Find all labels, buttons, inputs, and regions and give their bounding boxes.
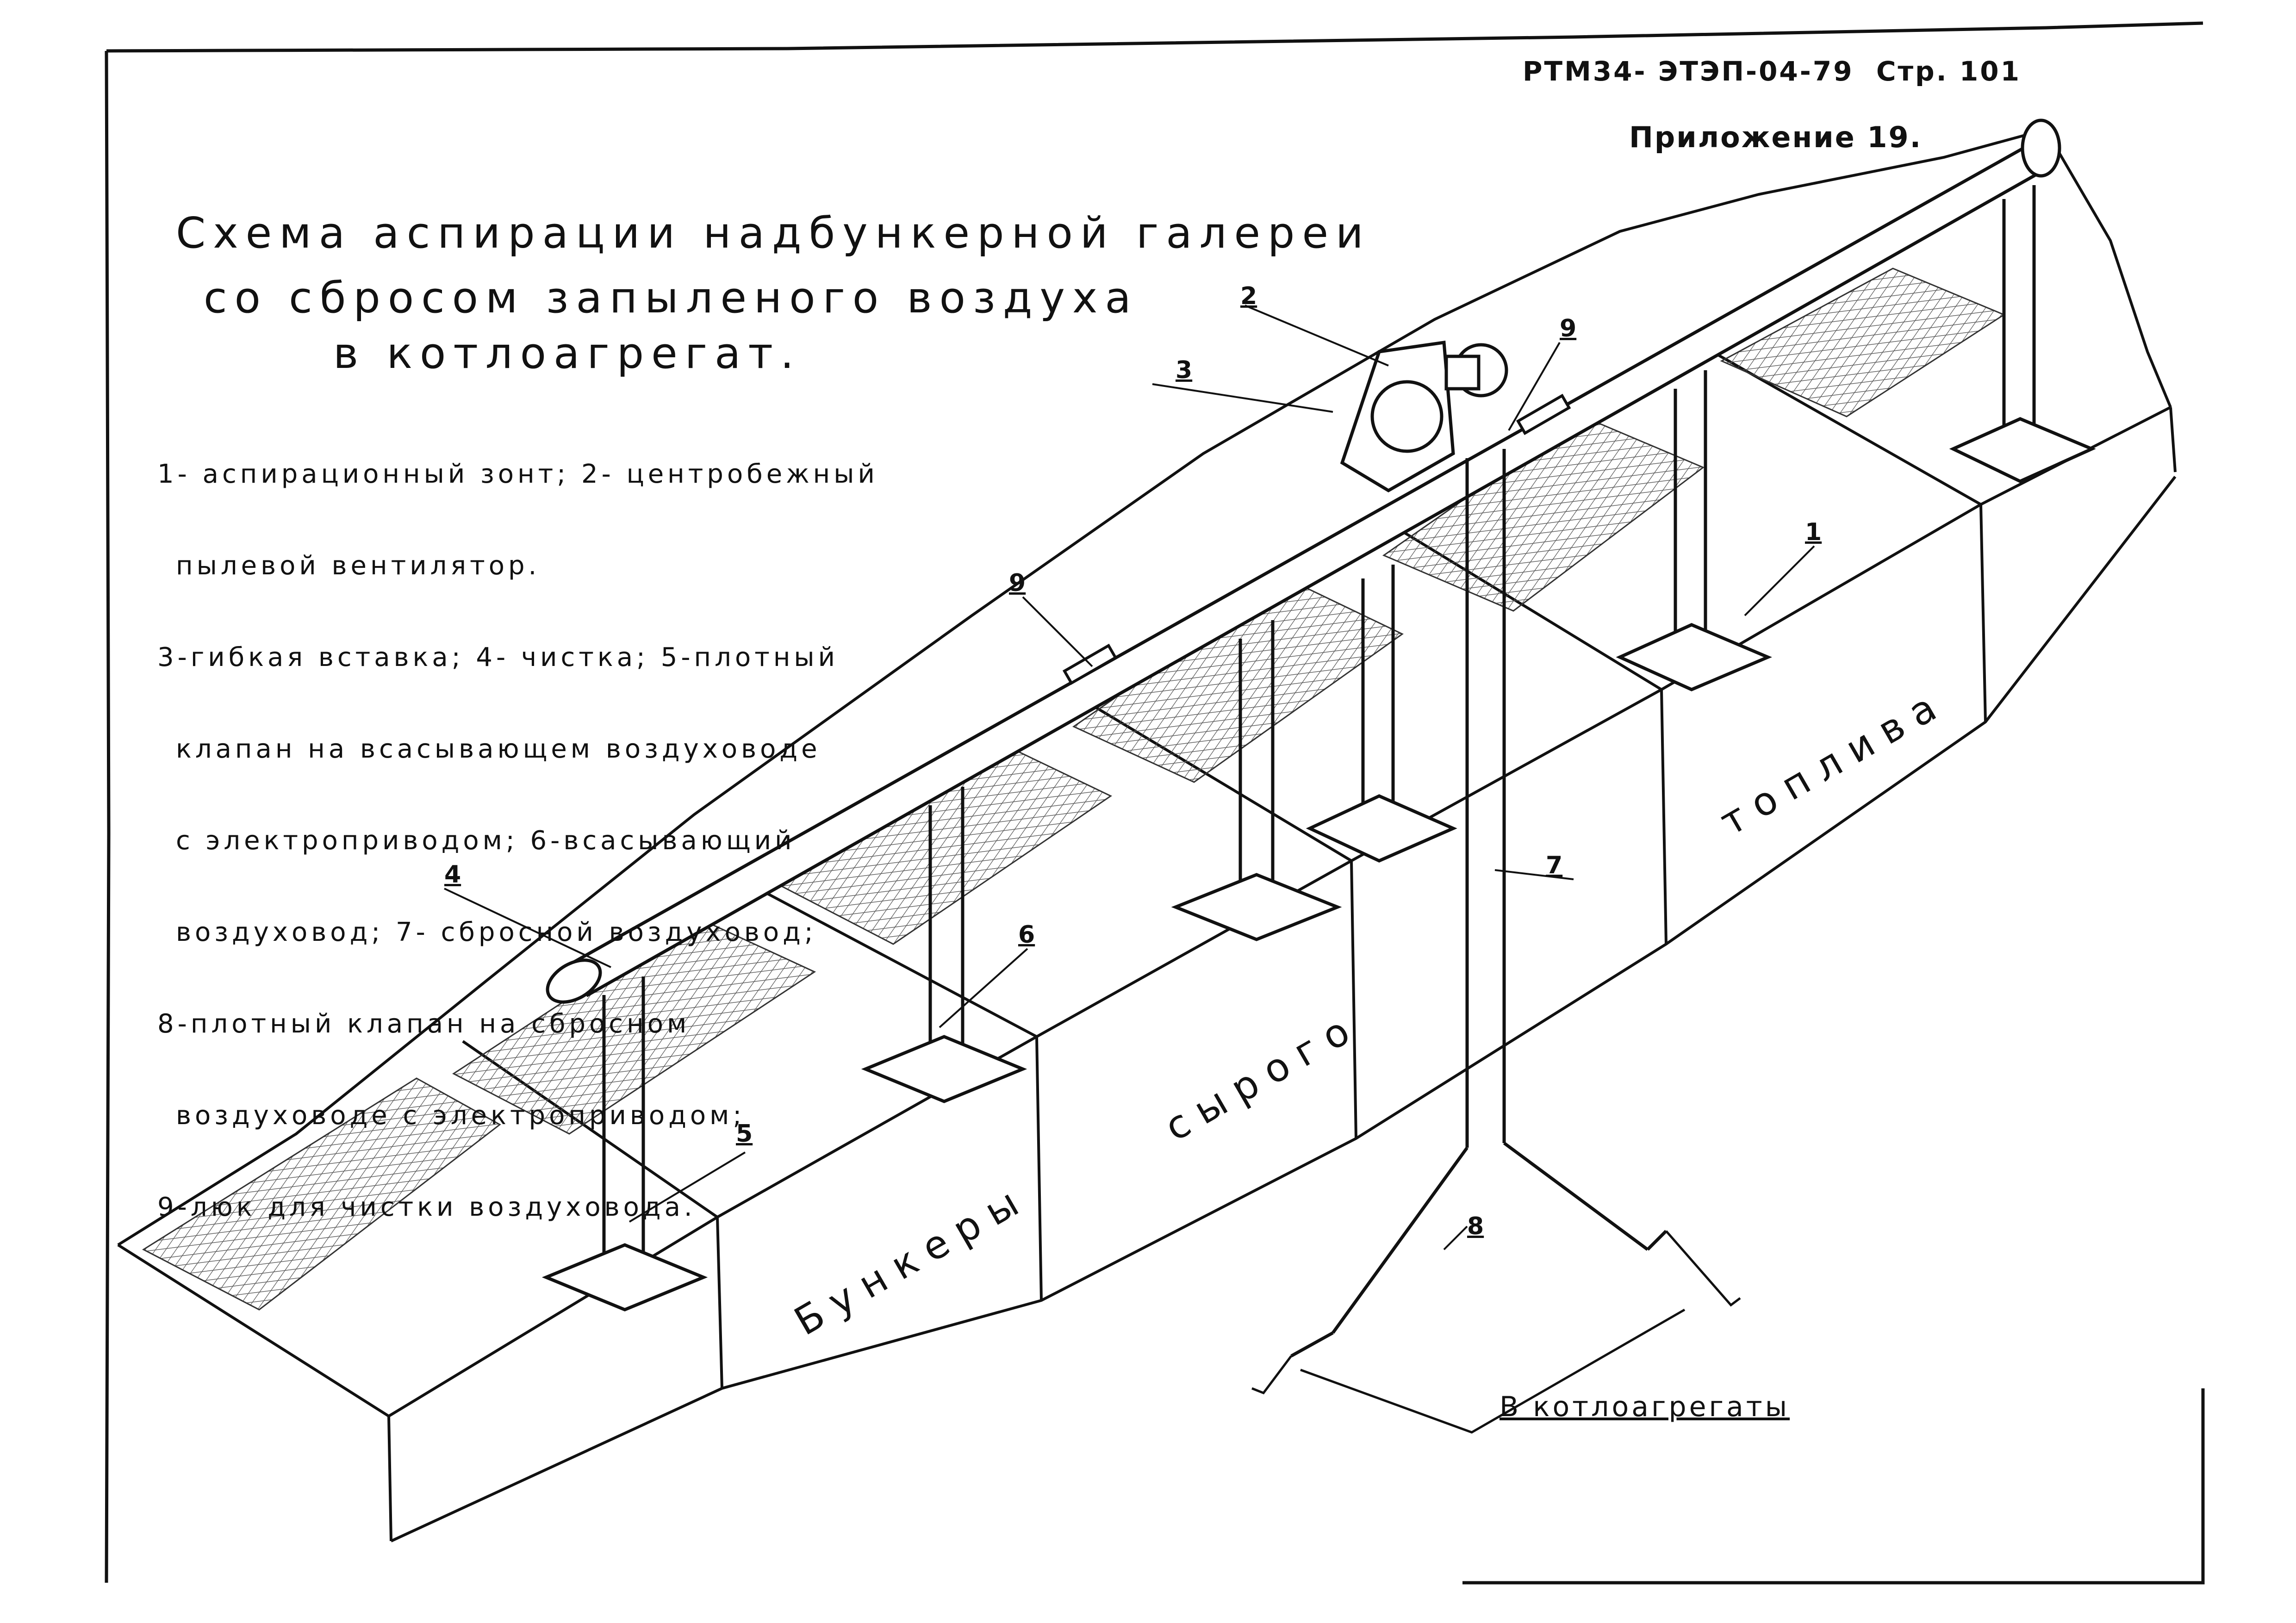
legend-item: клапан на всасывающем воздуховоде [176, 734, 821, 764]
legend-item: 9-люк для чистки воздуховода. [157, 1192, 696, 1222]
diagram-title-line-2: со сбросом запыленого воздуха [204, 273, 1139, 323]
legend-item: воздуховоде с электроприводом; [176, 1101, 746, 1131]
centrifugal-fan [1340, 341, 1508, 493]
legend-item: воздуховод; 7- сбросной воздуховод; [176, 917, 817, 947]
legend-item: пылевой вентилятор. [176, 551, 541, 581]
diagram-title-line-3: в котлоагрегат. [333, 329, 802, 378]
callout-9: 9 [1560, 315, 1577, 342]
suction-branches [602, 185, 2036, 1296]
sheet-frame [105, 21, 2205, 1585]
callout-1: 1 [1805, 518, 1822, 546]
grating-panels [142, 267, 2006, 1311]
callout-3: 3 [1176, 356, 1193, 384]
legend-item: 8-плотный клапан на сбросном [157, 1009, 691, 1039]
legend-item: 1- аспирационный зонт; 2- центробежный [157, 459, 878, 489]
aspiration-hoods [541, 417, 2096, 1312]
callout-7: 7 [1546, 852, 1563, 879]
callout-8: 8 [1467, 1213, 1484, 1240]
callout-6: 6 [1018, 921, 1035, 949]
appendix-label: Приложение 19. [1629, 120, 1923, 154]
document-code: РТМ34- ЭТЭП-04-79 Стр. 101 [1523, 56, 2021, 87]
leader-lines [444, 305, 1815, 1250]
diagram-title-line-1: Схема аспирации надбункерной галереи [176, 208, 1371, 258]
legend-item: 3-гибкая вставка; 4- чистка; 5-плотный [157, 642, 839, 672]
callout-4: 4 [444, 861, 461, 889]
legend-item: с электроприводом; 6-всасывающий [176, 826, 796, 856]
destination-arrows [1251, 1230, 1741, 1434]
legend: 1- аспирационный зонт; 2- центробежный п… [157, 398, 878, 1253]
gallery-outline [117, 128, 2177, 1542]
destination-label: В котлоагрегаты [1500, 1391, 1790, 1423]
discharge-duct [1290, 449, 1668, 1358]
callout-2: 2 [1240, 282, 1257, 310]
callout-9: 9 [1009, 569, 1026, 597]
callout-5: 5 [736, 1120, 753, 1148]
